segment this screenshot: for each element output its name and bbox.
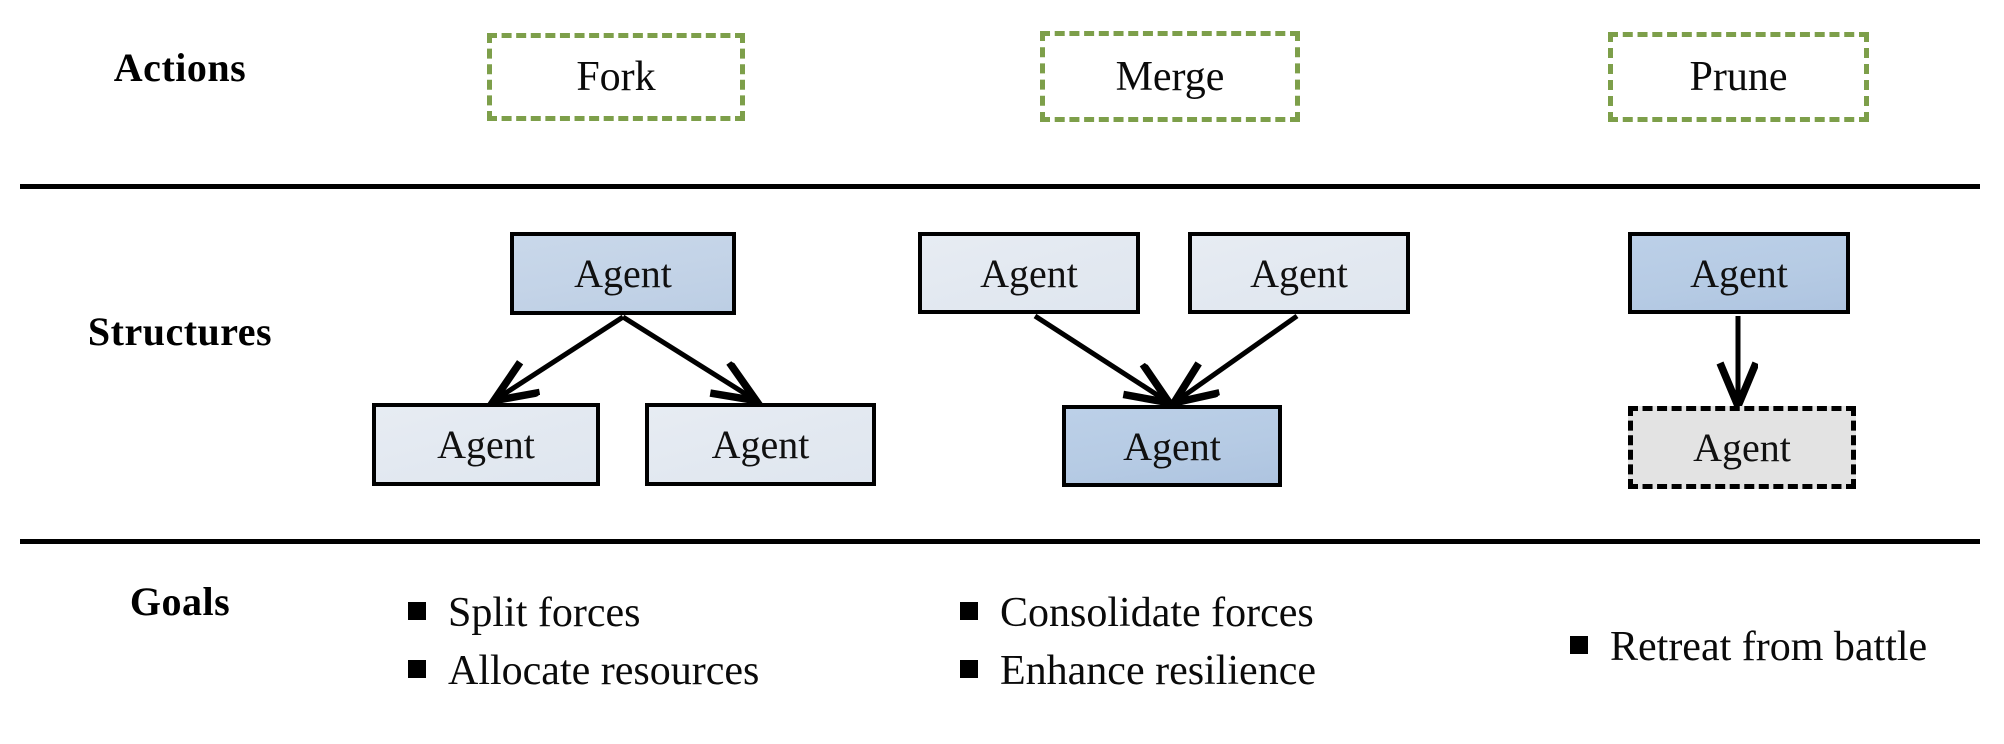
goals-list-prune: Retreat from battle (1570, 620, 1927, 678)
action-chip-prune[interactable]: Prune (1608, 32, 1869, 122)
divider-structures-goals (20, 539, 1980, 544)
merge-source-right-agent-node[interactable]: Agent (1188, 232, 1410, 314)
goal-item: Enhance resilience (960, 644, 1316, 698)
goal-text: Consolidate forces (1000, 590, 1314, 636)
node-label: Agent (1123, 423, 1221, 469)
fork-child-left-agent-node[interactable]: Agent (372, 403, 600, 486)
merge-source-left-agent-node[interactable]: Agent (918, 232, 1140, 314)
action-chip-prune-label: Prune (1689, 54, 1788, 100)
bullet-square-icon (408, 660, 426, 678)
goal-text: Enhance resilience (1000, 648, 1316, 694)
goal-text: Retreat from battle (1610, 624, 1928, 670)
fork-parent-agent-node[interactable]: Agent (510, 232, 736, 315)
divider-actions-structures (20, 184, 1980, 189)
goal-text: Split forces (448, 590, 641, 636)
goal-item: Consolidate forces (960, 586, 1316, 640)
bullet-square-icon (960, 660, 978, 678)
row-label-structures: Structures (87, 309, 273, 354)
prune-parent-agent-node[interactable]: Agent (1628, 232, 1850, 314)
goals-list-fork: Split forces Allocate resources (408, 586, 759, 702)
node-label: Agent (574, 251, 672, 296)
action-chip-merge[interactable]: Merge (1040, 31, 1300, 122)
fork-arrows (498, 314, 752, 398)
bullet-square-icon (960, 602, 978, 620)
goal-item: Allocate resources (408, 644, 759, 698)
node-label: Agent (711, 422, 810, 467)
bullet-square-icon (1570, 636, 1588, 654)
node-label: Agent (437, 422, 535, 467)
node-label: Agent (1250, 250, 1348, 296)
prune-removed-agent-node[interactable]: Agent (1628, 406, 1856, 489)
goals-list-merge: Consolidate forces Enhance resilience (960, 586, 1316, 702)
goal-text: Allocate resources (448, 648, 760, 694)
node-label: Agent (1693, 425, 1791, 470)
row-label-actions: Actions (113, 45, 247, 90)
node-label: Agent (1690, 250, 1788, 296)
merge-arrows (1033, 313, 1299, 400)
action-chip-fork[interactable]: Fork (487, 33, 745, 121)
fork-child-right-agent-node[interactable]: Agent (645, 403, 876, 486)
row-label-goals: Goals (129, 579, 231, 624)
bullet-square-icon (408, 602, 426, 620)
action-chip-fork-label: Fork (576, 54, 656, 100)
goal-item: Retreat from battle (1570, 620, 1927, 674)
node-label: Agent (980, 250, 1078, 296)
goal-item: Split forces (408, 586, 759, 640)
action-chip-merge-label: Merge (1115, 53, 1225, 100)
merge-target-agent-node[interactable]: Agent (1062, 405, 1282, 487)
